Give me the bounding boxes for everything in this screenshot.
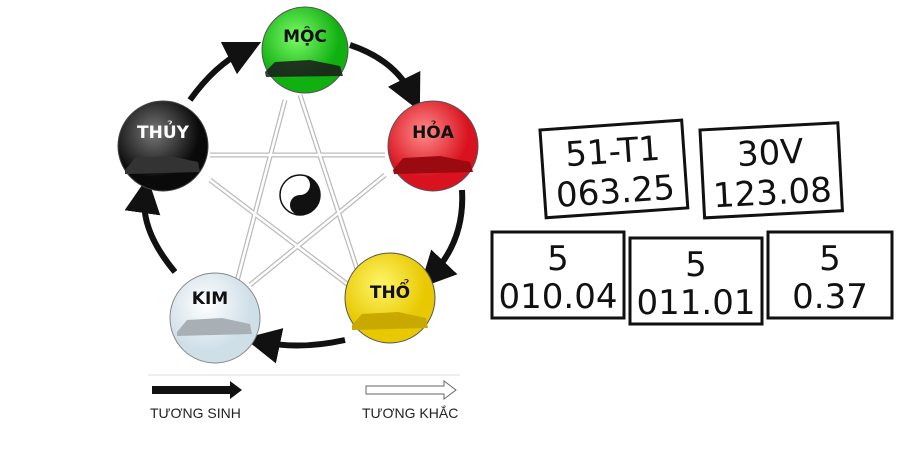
plate-line2: 063.25	[555, 168, 676, 216]
plate-line2: 0.37	[792, 277, 868, 317]
element-hoa: HỎA	[387, 100, 479, 192]
generating-arrow-icon	[152, 381, 242, 399]
plate-line2: 011.01	[637, 283, 756, 323]
license-plates: 5 010.04 5 011.01 5 0.37 51-T1 063.25 30…	[490, 118, 894, 326]
element-label: HỎA	[412, 119, 455, 143]
car-icon	[177, 318, 252, 336]
plate-line1: 5	[547, 239, 569, 279]
plate-line1: 30V	[736, 132, 805, 175]
element-label: THỦY	[137, 119, 190, 143]
car-icon	[125, 156, 200, 174]
plate-line2: 010.04	[499, 277, 618, 317]
license-plate: 5 0.37	[766, 230, 894, 320]
element-tho: THỔ	[344, 252, 436, 344]
plate-line1: 5	[685, 245, 707, 285]
plate-line1: 51-T1	[564, 129, 661, 176]
legend: TƯƠNG SINH TƯƠNG KHẮC	[148, 374, 460, 421]
element-moc: MỘC	[261, 6, 349, 94]
legend-generating: TƯƠNG SINH	[150, 405, 241, 421]
element-thuy: THỦY	[117, 100, 209, 192]
element-kim: KIM	[169, 272, 261, 364]
legend-overcoming: TƯƠNG KHẮC	[362, 404, 458, 421]
plate-line2: 123.08	[712, 170, 833, 216]
yin-yang-icon	[279, 174, 321, 216]
license-plate: 5 011.01	[628, 236, 764, 326]
generating-arrows	[124, 41, 466, 364]
car-icon	[352, 312, 428, 330]
car-icon	[265, 60, 343, 77]
license-plate: 30V 123.08	[698, 121, 844, 220]
element-label: THỔ	[370, 278, 410, 303]
license-plate: 51-T1 063.25	[538, 118, 690, 220]
overcoming-arrow-icon	[365, 380, 457, 400]
car-icon	[393, 156, 473, 174]
license-plate: 5 010.04	[490, 230, 626, 320]
plate-line1: 5	[819, 239, 841, 279]
element-label: KIM	[192, 289, 228, 309]
element-label: MỘC	[283, 25, 327, 47]
